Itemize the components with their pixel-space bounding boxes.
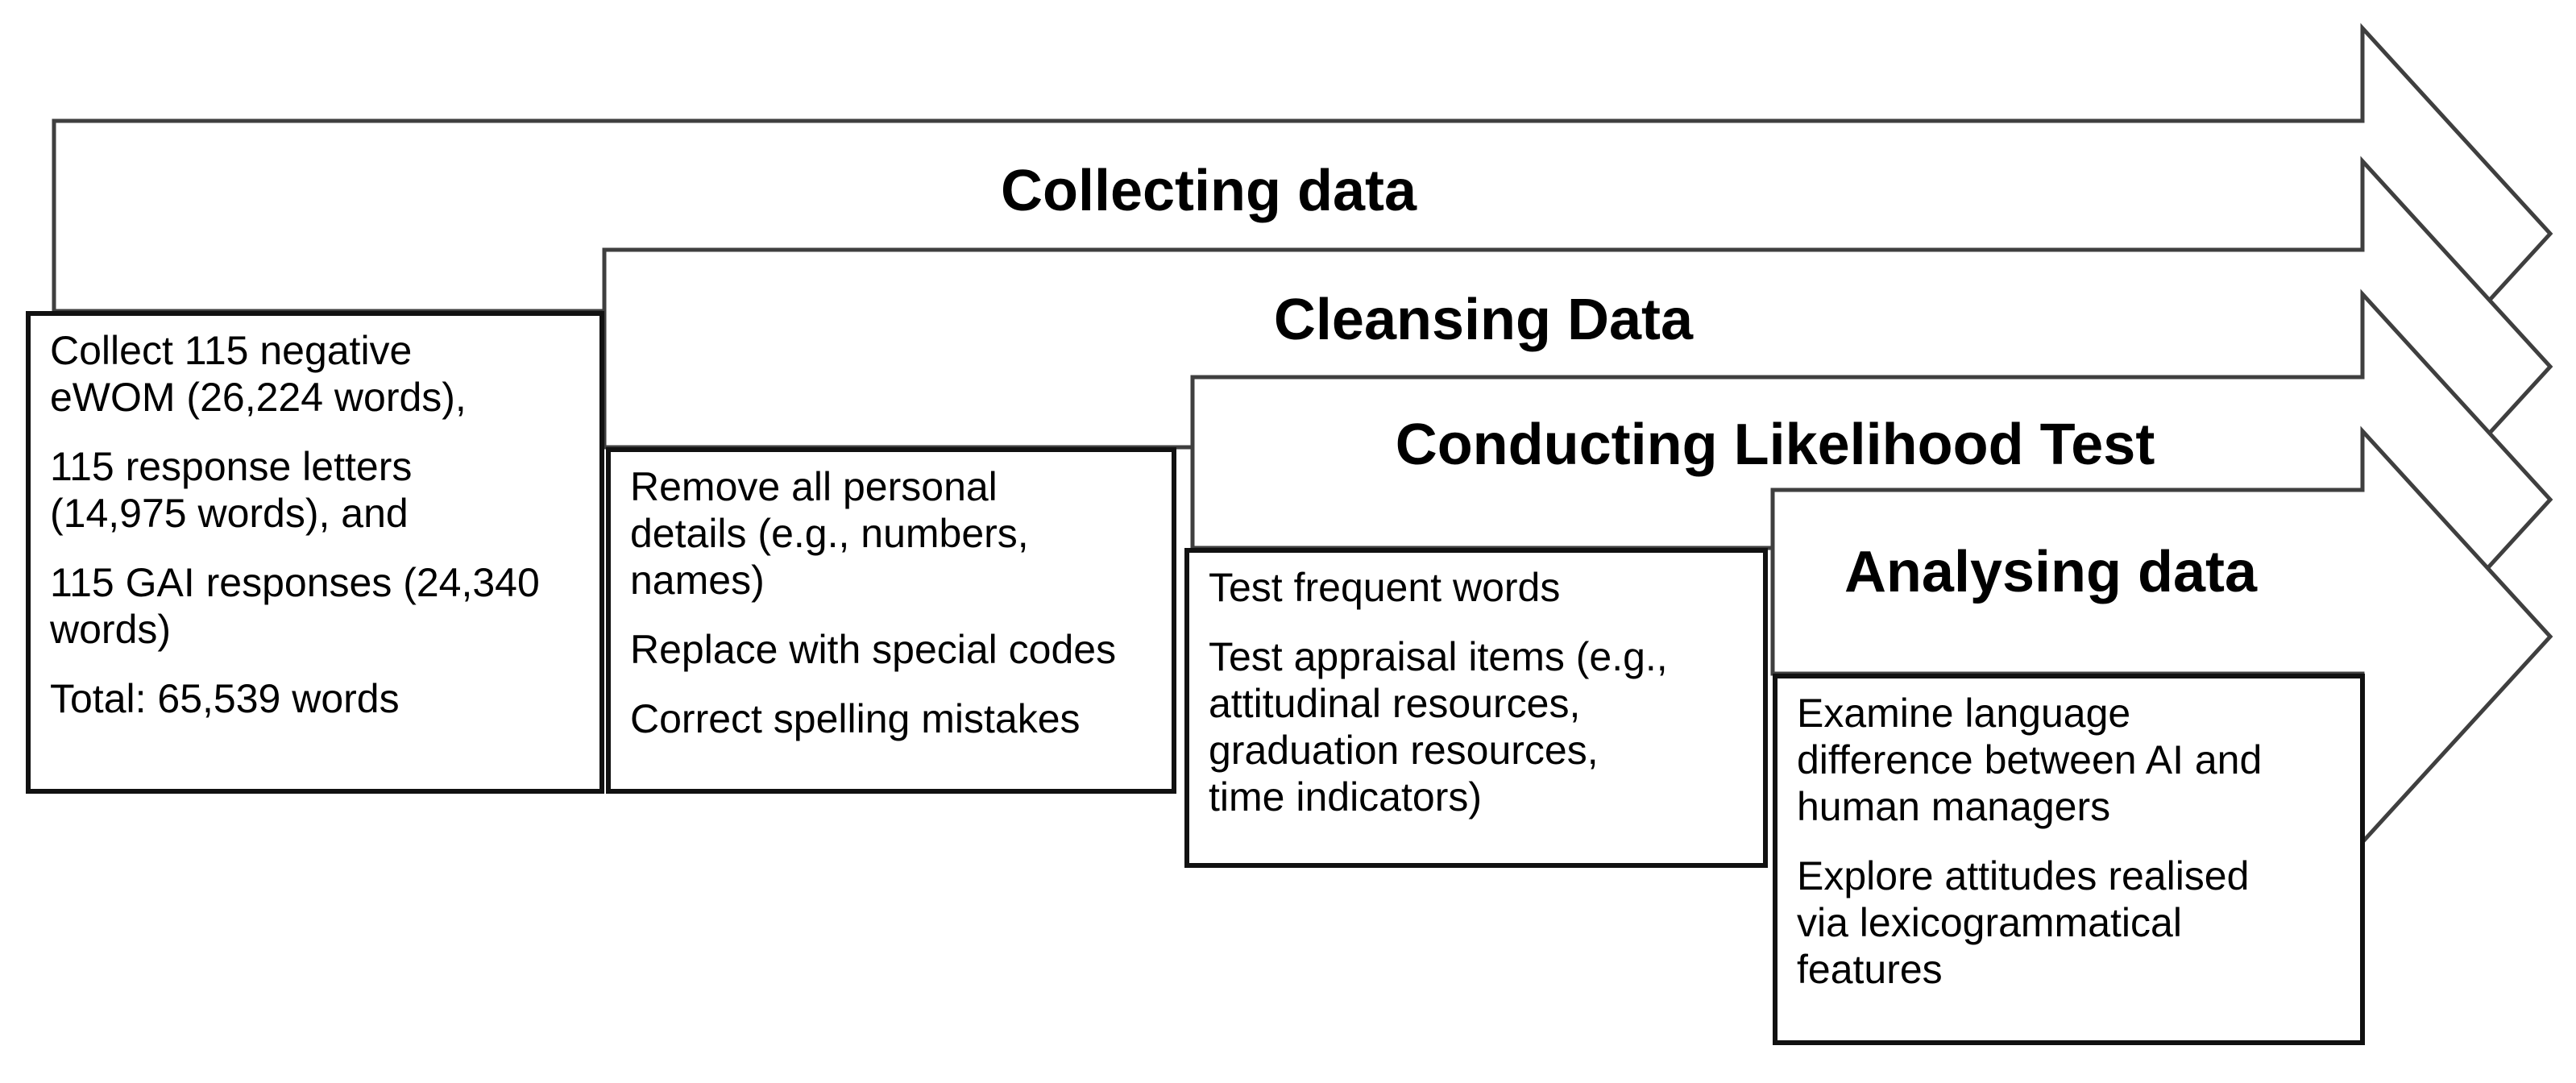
paragraph: Replace with special codes xyxy=(630,627,1117,672)
stage-title-conducting-likelihood-test: Conducting Likelihood Test xyxy=(1395,413,2155,477)
stage-title-collecting-data: Collecting data xyxy=(1000,159,1417,223)
paragraph: Test appraisal items (e.g., attitudinal … xyxy=(1209,634,1668,820)
paragraph: Test frequent words xyxy=(1209,565,1561,610)
detail-box-cleansing-data: Remove all personal details (e.g., numbe… xyxy=(606,447,1176,794)
paragraph: Explore attitudes realised via lexicogra… xyxy=(1797,853,2250,992)
paragraph: Total: 65,539 words xyxy=(50,676,400,721)
detail-box-analysing-data: Examine language difference between AI a… xyxy=(1773,674,2365,1045)
paragraph: 115 GAI responses (24,340 words) xyxy=(50,560,540,652)
paragraph: Examine language difference between AI a… xyxy=(1797,691,2263,829)
detail-box-collecting-data: Collect 115 negative eWOM (26,224 words)… xyxy=(26,311,604,794)
stage-title-analysing-data: Analysing data xyxy=(1844,540,2258,604)
stage-title-cleansing-data: Cleansing Data xyxy=(1273,288,1694,352)
paragraph: Remove all personal details (e.g., numbe… xyxy=(630,464,1029,603)
paragraph: Correct spelling mistakes xyxy=(630,696,1081,741)
paragraph: Collect 115 negative eWOM (26,224 words)… xyxy=(50,328,467,420)
detail-box-conducting-likelihood-test: Test frequent words Test appraisal items… xyxy=(1184,548,1768,868)
paragraph: 115 response letters (14,975 words), and xyxy=(50,444,413,536)
